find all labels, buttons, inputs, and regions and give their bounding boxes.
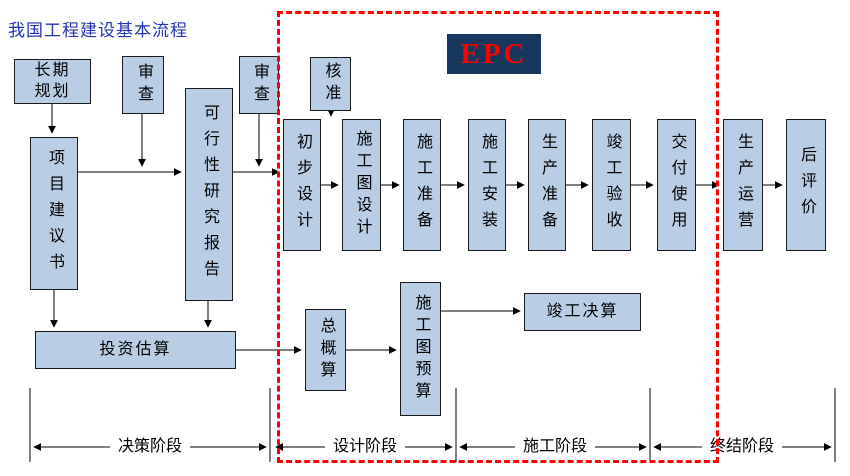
epc-badge: EPC <box>447 34 541 74</box>
box-review-1: 审查 <box>122 56 164 114</box>
stage-label-decision: 决策阶段 <box>110 438 190 456</box>
box-preliminary-design: 初步设计 <box>283 119 321 251</box>
box-label: 施工图预算 <box>412 294 430 404</box>
box-completion-acceptance: 竣工验收 <box>592 119 631 251</box>
box-label: 生产准备 <box>539 133 556 237</box>
box-label: 核准 <box>322 62 340 106</box>
box-feasibility-report: 可行性研究报告 <box>185 88 233 301</box>
box-label: 审查 <box>251 63 268 107</box>
box-label: 项目建议书 <box>46 148 63 279</box>
box-post-evaluation: 后评价 <box>786 119 826 251</box>
box-long-term-plan: 长期 规划 <box>14 59 91 104</box>
box-construction-drawing-design: 施工图设计 <box>342 119 381 251</box>
box-construction-preparation: 施工准备 <box>403 119 441 251</box>
box-label: 施工准备 <box>414 133 431 237</box>
box-label: 审查 <box>135 63 152 107</box>
box-label: 施工图设计 <box>353 130 371 240</box>
box-investment-estimate: 投资估算 <box>35 331 236 369</box>
box-project-proposal: 项目建议书 <box>30 137 78 290</box>
box-construction-installation: 施工安装 <box>468 119 506 251</box>
box-production-preparation: 生产准备 <box>528 119 566 251</box>
box-label: 后评价 <box>798 146 815 224</box>
box-label: 竣工决算 <box>546 302 619 320</box>
box-label: 初步设计 <box>294 133 311 237</box>
box-label: 交付使用 <box>668 133 686 237</box>
box-approval: 核准 <box>310 57 351 111</box>
stage-label-design: 设计阶段 <box>325 438 405 456</box>
box-production-operation: 生产运营 <box>723 119 763 251</box>
box-drawing-budget: 施工图预算 <box>400 282 441 416</box>
box-label: 施工安装 <box>479 133 496 237</box>
page-title: 我国工程建设基本流程 <box>8 21 188 40</box>
box-label: 长期 规划 <box>34 61 71 100</box>
box-review-2: 审查 <box>239 56 279 114</box>
stage-label-final: 终结阶段 <box>702 438 782 456</box>
box-completion-settlement: 竣工决算 <box>524 293 641 331</box>
box-label: 投资估算 <box>99 340 172 358</box>
box-delivery-use: 交付使用 <box>657 119 696 251</box>
box-label: 可行性研究报告 <box>201 103 218 286</box>
box-label: 生产运营 <box>735 133 752 237</box>
stage-label-construction: 施工阶段 <box>515 438 595 456</box>
box-general-budget: 总概算 <box>305 309 346 391</box>
box-label: 总概算 <box>317 317 335 383</box>
box-label: 竣工验收 <box>603 133 621 237</box>
